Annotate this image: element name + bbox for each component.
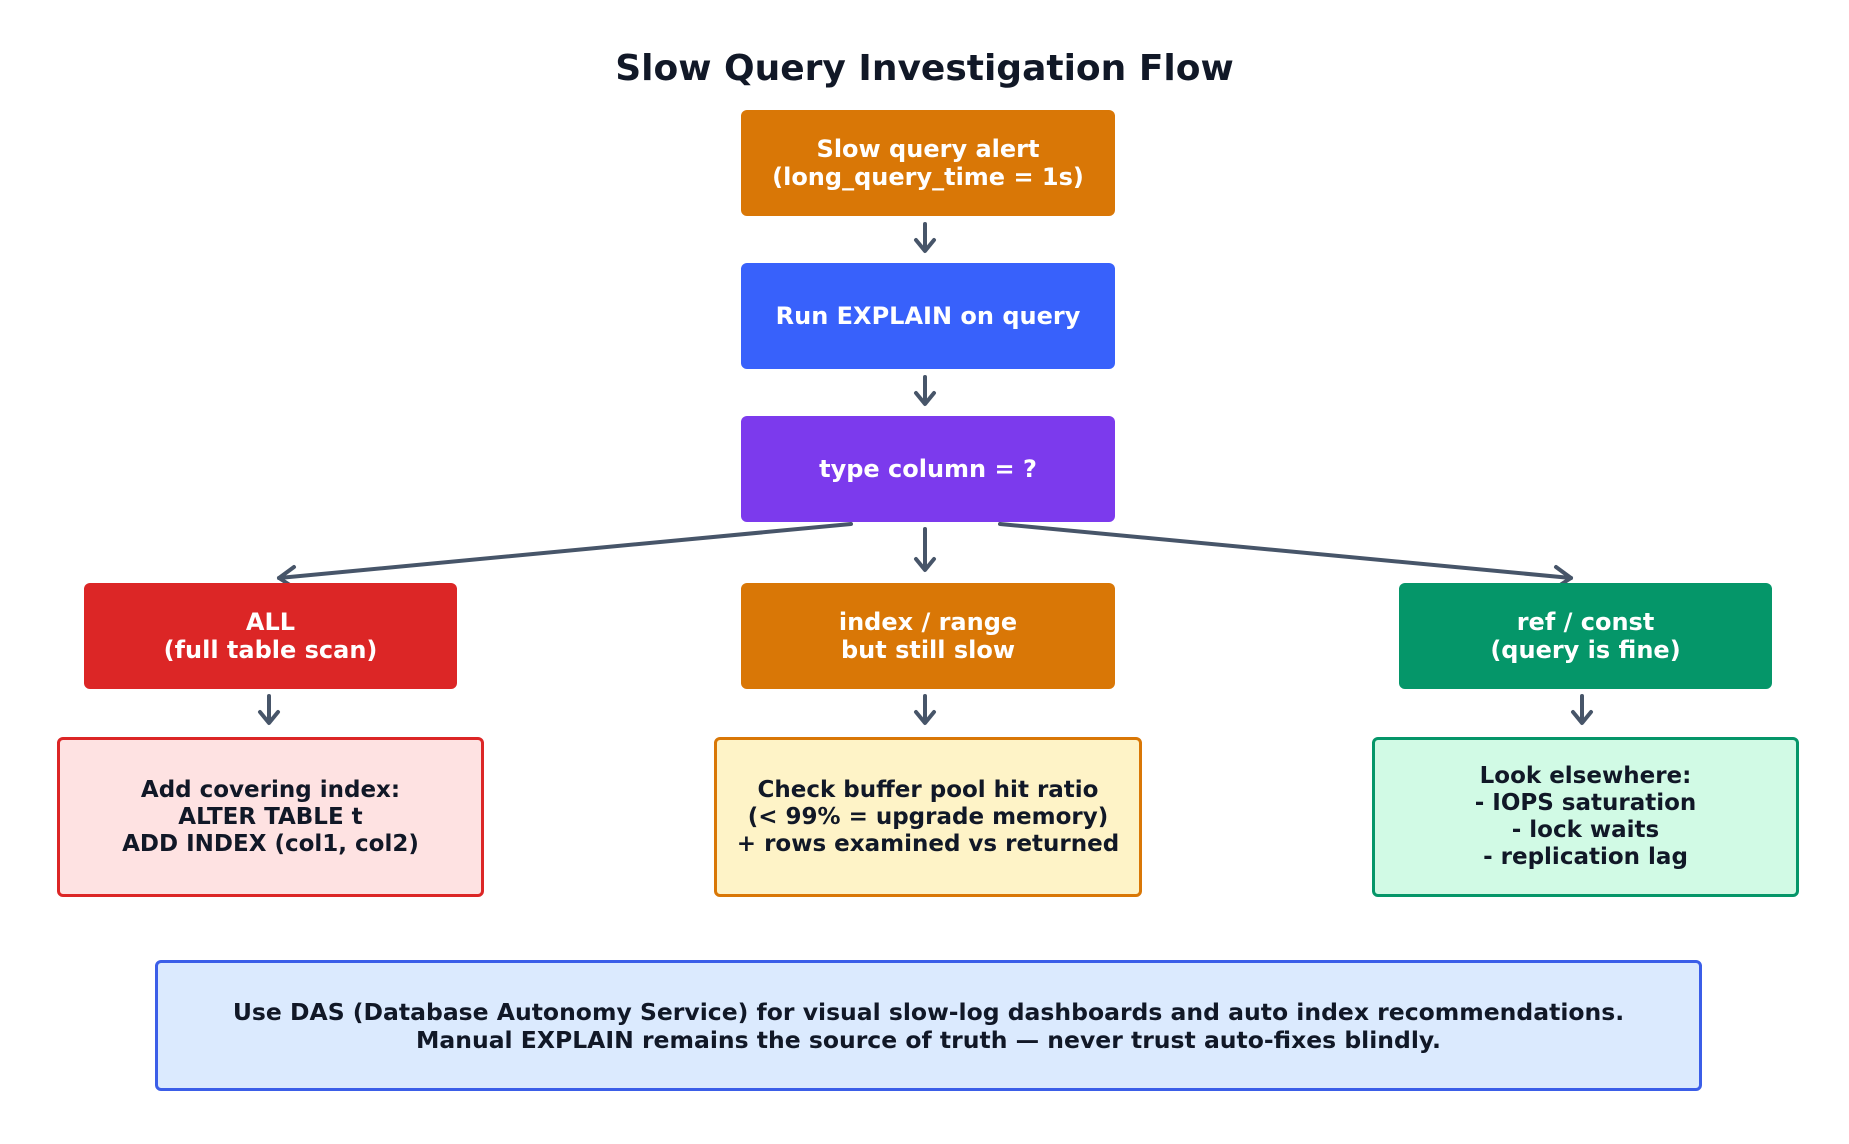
arrow-type-to-range: [914, 527, 936, 572]
node-branch-ref-const: ref / const (query is fine): [1399, 583, 1772, 689]
footer-note: Use DAS (Database Autonomy Service) for …: [155, 960, 1702, 1091]
arrow-explain-to-type: [914, 375, 936, 406]
arrow-range-to-action: [914, 694, 936, 725]
action-look-elsewhere: Look elsewhere: - IOPS saturation - lock…: [1372, 737, 1799, 897]
arrow-alert-to-explain: [914, 222, 936, 253]
node-run-explain: Run EXPLAIN on query: [741, 263, 1115, 369]
arrow-type-to-all: [277, 522, 853, 589]
action-check-buffer-pool: Check buffer pool hit ratio (< 99% = upg…: [714, 737, 1142, 897]
arrow-ref-to-action: [1571, 694, 1593, 725]
diagram-title: Slow Query Investigation Flow: [615, 48, 1234, 89]
node-branch-index-range: index / range but still slow: [741, 583, 1115, 689]
node-branch-all: ALL (full table scan): [84, 583, 457, 689]
arrow-type-to-ref: [998, 522, 1573, 589]
arrow-all-to-action: [258, 694, 280, 725]
action-add-covering-index: Add covering index: ALTER TABLE t ADD IN…: [57, 737, 484, 897]
node-type-column-decision: type column = ?: [741, 416, 1115, 522]
node-slow-query-alert: Slow query alert (long_query_time = 1s): [741, 110, 1115, 216]
